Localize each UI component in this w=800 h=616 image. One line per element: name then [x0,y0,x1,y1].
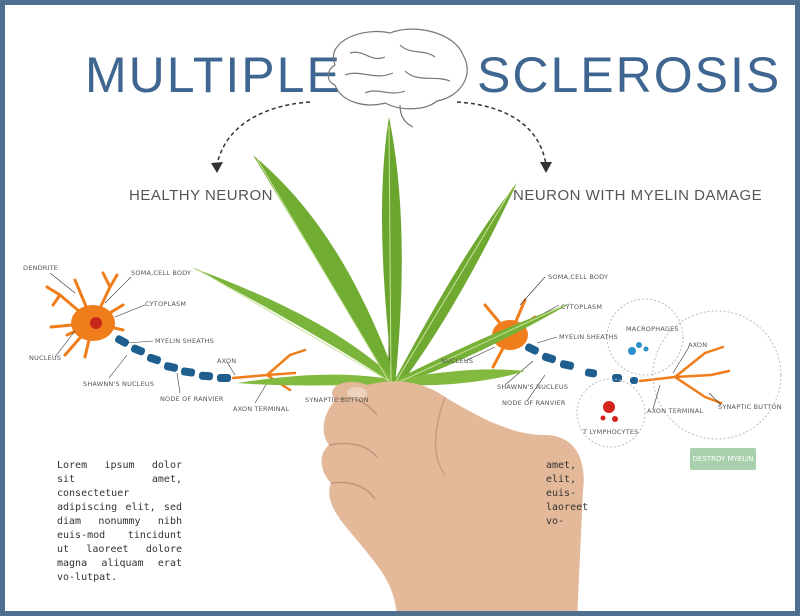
title-multiple: MULTIPLE [85,47,342,103]
label-nucleus-damaged: NUCLEUS [441,357,474,365]
label-tlymph: T LYMPHOCYTES [583,428,639,436]
arrow-right [456,101,547,166]
label-soma: SOMA,CELL BODY [131,269,192,277]
cannabis-leaf [191,117,571,387]
label-cytoplasm: CYTOPLASM [145,300,187,308]
label-synaptic: SYNAPTIC BUTTON [305,396,369,404]
healthy-neuron [45,271,307,404]
arrow-left-head [211,162,223,173]
label-terminal-damaged: AXON TERMINAL [647,407,704,415]
label-macrophages: MACROPHAGES [626,325,679,333]
label-synaptic-damaged: SYNAPTIC BUTTON [718,403,782,411]
destroy-myelin-badge: DESTROY MYELIN [690,448,756,470]
brain-icon [327,28,468,128]
label-terminal: AXON TERMINAL [233,405,290,413]
label-shawnn-damaged: SHAWNN'S NUCLEUS [497,383,569,391]
label-ranvier-damaged: NODE OF RANVIER [502,399,566,407]
label-axon-damaged: AXON [688,341,708,349]
label-shawnn: SHAWNN'S NUCLEUS [83,380,155,388]
label-dendrite: DENDRITE [23,264,59,272]
label-cytoplasm-damaged: CYTOPLASM [561,303,603,311]
damaged-neuron-heading: NEURON WITH MYELIN DAMAGE [513,187,763,204]
lorem-text-left: Lorem ipsum dolor sit amet, consectetuer… [57,460,182,583]
title-sclerosis: SCLEROSIS [477,47,782,103]
label-myelin: MYELIN SHEATHS [155,337,214,345]
hand [321,381,584,611]
label-ranvier: NODE OF RANVIER [160,395,224,403]
label-nucleus: NUCLEUS [29,354,62,362]
label-soma-damaged: SOMA,CELL BODY [548,273,609,281]
lorem-text-right: amet, elit, euis-laoreet vo- [546,460,589,527]
arrow-left [216,101,311,166]
healthy-neuron-heading: HEALTHY NEURON [129,187,273,204]
diagram-graphics [45,28,782,611]
damaged-neuron [464,276,782,448]
label-axon: AXON [217,357,237,365]
label-myelin-damaged: MYELIN SHEATHS [559,333,618,341]
arrow-right-head [540,162,552,173]
